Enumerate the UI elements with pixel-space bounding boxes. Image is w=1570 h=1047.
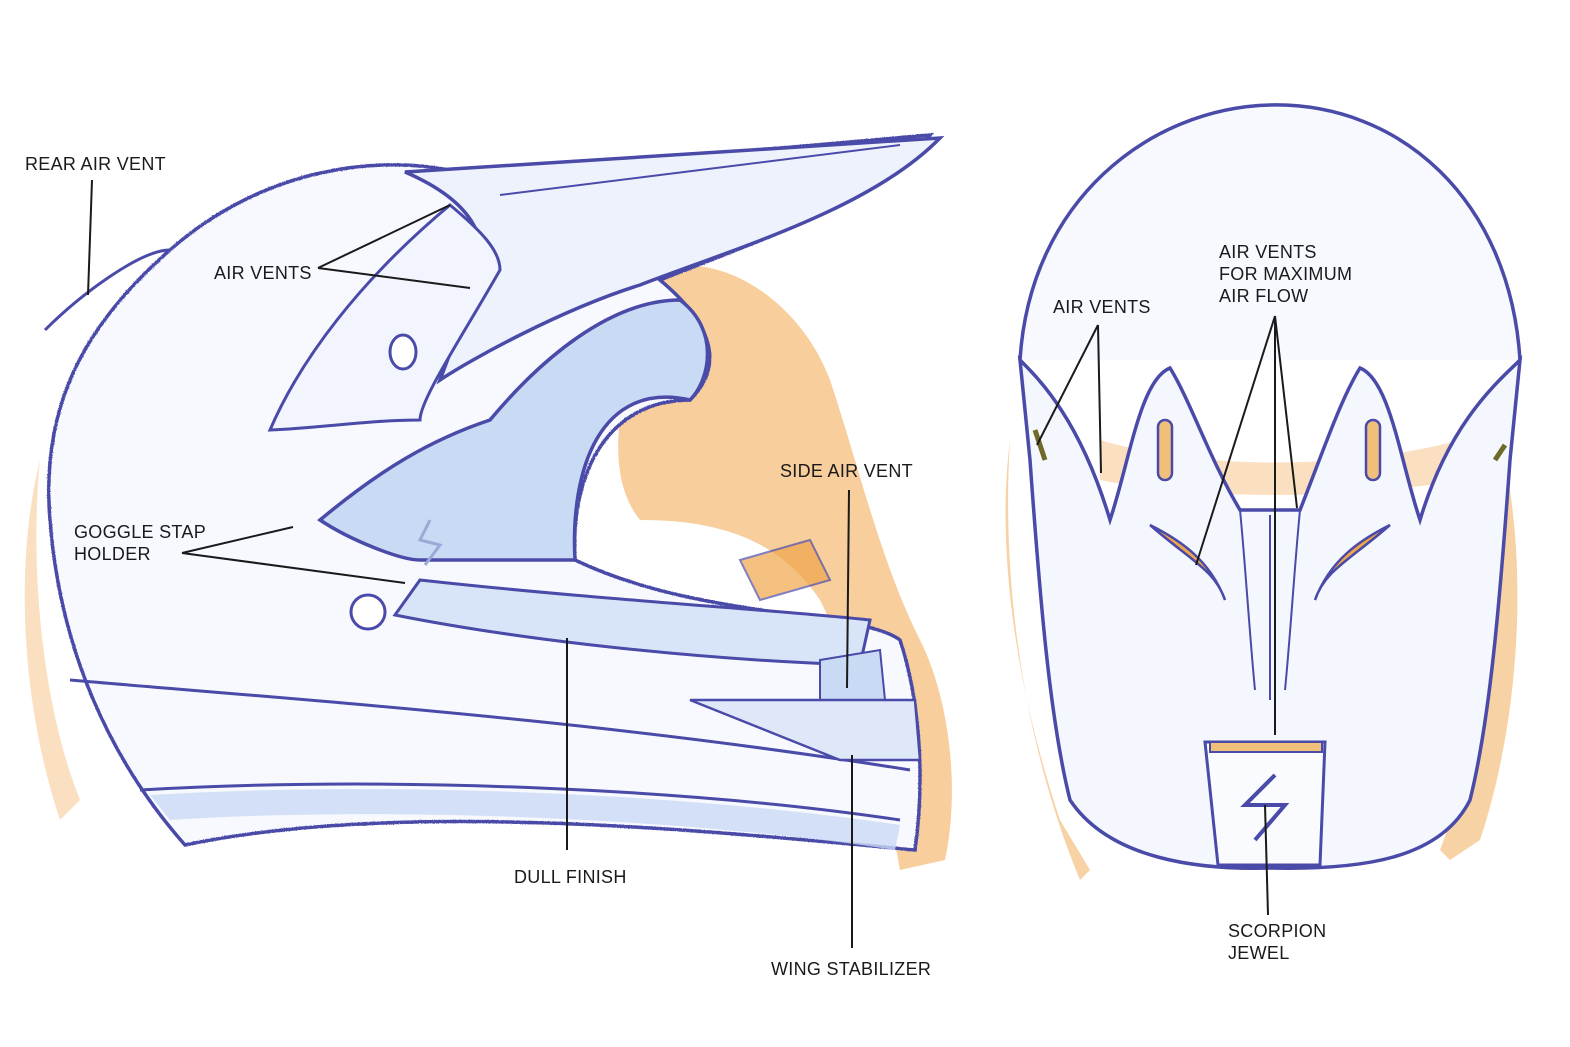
- label-goggle-strap-holder-line2: HOLDER: [74, 544, 151, 564]
- front-jewel-plate-top: [1209, 741, 1323, 753]
- label-scorpion-jewel: SCORPION JEWEL: [1228, 920, 1326, 964]
- front-nose-vent-left: [1149, 523, 1227, 601]
- side-chin-bar: [317, 298, 710, 562]
- side-visor-inner-line: [499, 144, 901, 196]
- label-max-air-flow-line1: AIR VENTS: [1219, 242, 1317, 262]
- label-rear-air-vent: REAR AIR VENT: [25, 154, 166, 174]
- side-bottom-band: [150, 789, 900, 850]
- leader-scorpion-jewel: [1264, 804, 1269, 916]
- side-bottom-stripe-1: [69, 678, 911, 772]
- side-orange-back: [24, 460, 80, 820]
- label-max-air-flow-line3: AIR FLOW: [1219, 286, 1309, 306]
- label-wing-stabilizer: WING STABILIZER: [771, 959, 932, 979]
- label-air-vents-front: AIR VENTS: [1053, 297, 1151, 317]
- side-scorpion-logo: [417, 519, 443, 566]
- side-view-helmet: [24, 132, 952, 871]
- leader-goggle-b: [181, 552, 406, 584]
- leader-rear-air-vent: [87, 179, 93, 296]
- leader-air-vents-a: [317, 204, 451, 269]
- front-vent-slot-left: [1156, 418, 1174, 482]
- leader-max-air-flow-c: [1274, 315, 1298, 509]
- front-view-helmet: [1005, 103, 1523, 880]
- front-vent-slot-right: [1364, 418, 1382, 482]
- label-dull-finish: DULL FINISH: [514, 867, 627, 887]
- side-top-vent-panel: [267, 203, 502, 432]
- label-scorpion-jewel-line1: SCORPION: [1228, 921, 1327, 941]
- leader-lines: [87, 179, 1298, 948]
- side-vent-hole: [388, 333, 418, 371]
- leader-max-air-flow-a: [1195, 315, 1276, 566]
- side-bottom-stripe-2: [139, 782, 901, 822]
- side-goggle-knob: [349, 593, 387, 631]
- side-rear-spoiler: [43, 248, 171, 332]
- front-dome: [1018, 103, 1522, 361]
- leader-goggle-a: [181, 526, 294, 554]
- label-air-vents-side: AIR VENTS: [214, 263, 312, 283]
- label-scorpion-jewel-line2: JEWEL: [1228, 943, 1290, 963]
- leader-front-air-vents-a: [1036, 324, 1099, 446]
- side-wing-stabilizer-shape: [689, 698, 922, 762]
- leader-side-air-vent: [846, 489, 850, 689]
- front-side-vent-left: [1032, 429, 1048, 461]
- front-nose-vent-right: [1313, 523, 1391, 601]
- side-chin-lower: [392, 578, 872, 667]
- label-max-air-flow-line2: FOR MAXIMUM: [1219, 264, 1353, 284]
- side-vent-stripe-1: [738, 538, 832, 602]
- label-goggle-strap-holder-line1: GOGGLE STAP: [74, 522, 206, 542]
- leader-front-air-vents-b: [1097, 324, 1102, 474]
- front-center-ridge: [1239, 509, 1301, 700]
- leader-air-vents-b: [317, 267, 471, 289]
- label-max-air-flow: AIR VENTS FOR MAXIMUM AIR FLOW: [1219, 241, 1352, 307]
- label-goggle-strap-holder: GOGGLE STAP HOLDER: [74, 521, 206, 565]
- label-side-air-vent: SIDE AIR VENT: [780, 461, 913, 481]
- front-side-vent-right: [1492, 443, 1508, 462]
